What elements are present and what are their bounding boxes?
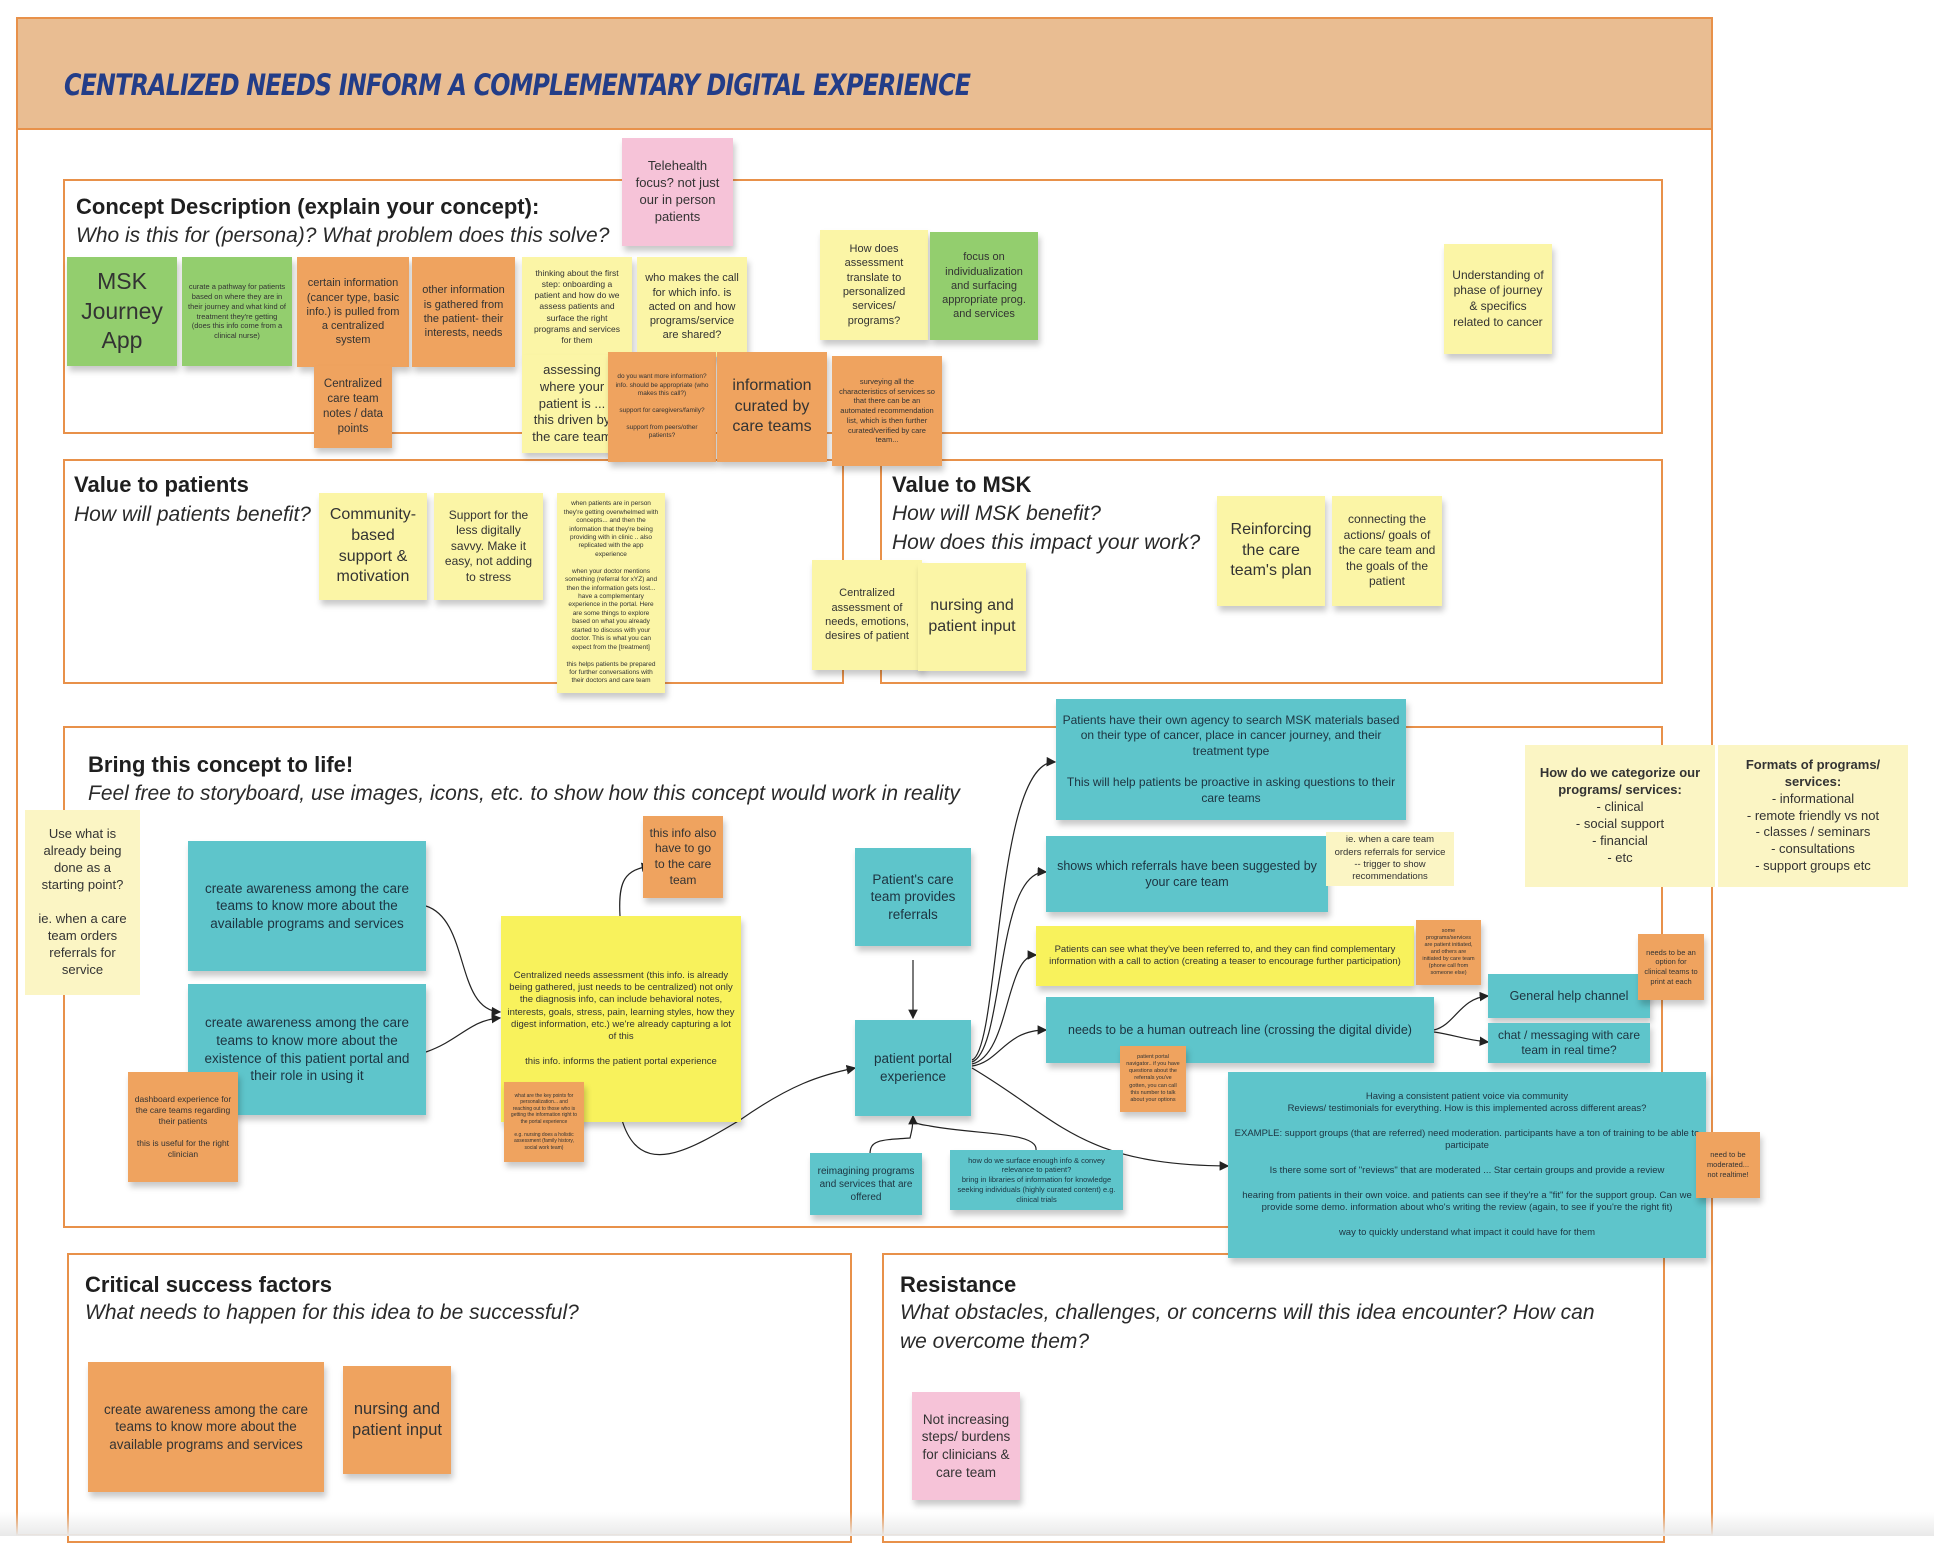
sticky-note-awareness-portal[interactable]: create awareness among the care teams to… [188,984,426,1115]
sticky-note-patient-agency[interactable]: Patients have their own agency to search… [1056,699,1406,820]
sticky-note-personalization[interactable]: what are the key points for personalizat… [504,1082,584,1162]
sticky-note-who-makes-call[interactable]: who makes the call for which info. is ac… [637,257,747,357]
sticky-note-telehealth[interactable]: Telehealth focus? not just our in person… [622,138,733,246]
sticky-note-portal-navigator[interactable]: patient portal navigator.. if you have q… [1120,1046,1186,1112]
value-patients-subtitle: How will patients benefit? [74,503,311,526]
sticky-note-ie-care-team-orders[interactable]: ie. when a care team orders referrals fo… [1326,832,1454,886]
sticky-note-not-increasing[interactable]: Not increasing steps/ burdens for clinic… [912,1392,1020,1500]
concept-title: Concept Description (explain your concep… [76,194,540,219]
sticky-note-needs-assessment[interactable]: Centralized needs assessment (this info.… [501,916,741,1122]
sticky-note-other-info[interactable]: other information is gathered from the p… [412,257,515,367]
value-msk-subtitle: How will MSK benefit? How does this impa… [892,502,1201,554]
critical-title: Critical success factors [85,1272,333,1297]
sticky-note-individualization[interactable]: focus on individualization and surfacing… [930,232,1038,340]
board-title: CENTRALIZED NEEDS INFORM A COMPLEMENTARY… [64,68,971,102]
sticky-note-awareness-programs[interactable]: create awareness among the care teams to… [188,841,426,971]
sticky-note-formats[interactable]: Formats of programs/ services:- informat… [1718,745,1908,887]
sticky-note-centralized-assessment[interactable]: Centralized assessment of needs, emotion… [812,560,922,670]
sticky-note-first-step[interactable]: thinking about the first step: onboardin… [522,257,632,357]
sticky-note-nursing-input[interactable]: nursing and patient input [918,563,1026,671]
value-msk-title: Value to MSK [892,472,1032,497]
sticky-note-reinforcing[interactable]: Reinforcing the care team's plan [1217,496,1325,606]
sticky-note-surveying[interactable]: surveying all the characteristics of ser… [832,356,942,466]
sticky-note-moderated[interactable]: need to be moderated... not realtime! [1696,1132,1760,1198]
value-patients-title: Value to patients [74,472,249,497]
sticky-note-chat-care-team[interactable]: chat / messaging with care team in real … [1488,1023,1650,1063]
sticky-note-curated-by-care-teams[interactable]: information curated by care teams [717,352,827,462]
critical-subtitle: What needs to happen for this idea to be… [85,1301,579,1324]
sticky-note-categorize[interactable]: How do we categorize our programs/ servi… [1525,745,1715,887]
sticky-note-cs-nursing[interactable]: nursing and patient input [343,1366,451,1474]
sticky-note-care-team-notes[interactable]: Centralized care team notes / data point… [314,366,392,448]
sticky-note-assessment-translate[interactable]: How does assessment translate to persona… [820,230,928,340]
sticky-note-curate-pathway[interactable]: curate a pathway for patients based on w… [182,257,292,366]
bottom-fade [0,1512,1934,1536]
sticky-note-some-programs[interactable]: some programs/services are patient initi… [1416,920,1481,985]
sticky-note-certain-info[interactable]: certain information (cancer type, basic … [297,257,409,367]
resistance-title: Resistance [900,1272,1017,1297]
sticky-note-reimagining[interactable]: reimagining programs and services that a… [810,1153,922,1215]
sticky-note-phase-of-journey[interactable]: Understanding of phase of journey & spec… [1444,244,1552,354]
sticky-note-patient-voice[interactable]: Having a consistent patient voice via co… [1228,1072,1706,1258]
sticky-note-connecting[interactable]: connecting the actions/ goals of the car… [1332,496,1442,606]
sticky-note-community-support[interactable]: Community-based support & motivation [319,493,427,600]
sticky-note-cs-awareness[interactable]: create awareness among the care teams to… [88,1362,324,1492]
sticky-note-patient-portal[interactable]: patient portal experience [855,1020,971,1116]
sticky-note-surface-info[interactable]: how do we surface enough info & convey r… [950,1150,1123,1210]
sticky-note-print-option[interactable]: needs to be an option for clinical teams… [1638,934,1704,1000]
sticky-note-want-more-info[interactable]: do you want more information? info. shou… [608,352,716,462]
sticky-note-less-digitally-savvy[interactable]: Support for the less digitally savvy. Ma… [434,493,543,600]
sticky-note-in-person[interactable]: when patients are in person they're gett… [557,493,665,693]
resistance-subtitle: What obstacles, challenges, or concerns … [900,1301,1595,1353]
sticky-note-msk-journey-app[interactable]: MSK Journey App [67,257,177,366]
sticky-note-general-help[interactable]: General help channel [1488,974,1650,1018]
sticky-note-use-existing[interactable]: Use what is already being done as a star… [25,810,140,995]
sticky-note-assessing[interactable]: assessing where your patient is ... this… [522,355,622,453]
header-banner [16,17,1713,130]
sticky-note-also-go-to-care-team[interactable]: this info also have to go to the care te… [643,816,723,898]
sticky-note-see-referred[interactable]: Patients can see what they've been refer… [1036,926,1414,986]
bring-to-life-title: Bring this concept to life! [88,752,354,777]
sticky-note-dashboard[interactable]: dashboard experience for the care teams … [128,1072,238,1182]
sticky-note-care-team-referrals[interactable]: Patient's care team provides referrals [855,848,971,946]
bring-to-life-subtitle: Feel free to storyboard, use images, ico… [88,782,960,805]
sticky-note-shows-referrals[interactable]: shows which referrals have been suggeste… [1046,836,1328,912]
concept-subtitle: Who is this for (persona)? What problem … [76,224,610,247]
sticky-note-human-outreach[interactable]: needs to be a human outreach line (cross… [1046,997,1434,1063]
